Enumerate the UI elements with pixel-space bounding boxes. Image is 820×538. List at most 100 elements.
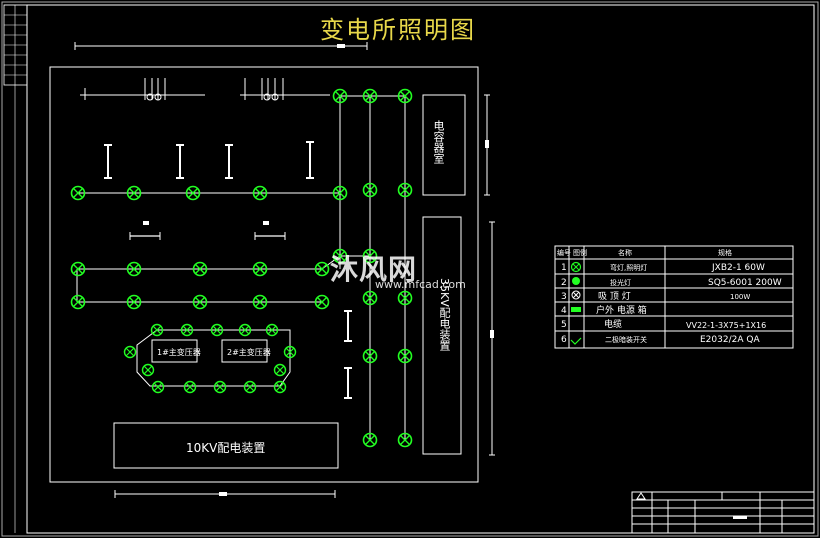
lamp-icon (70, 261, 86, 277)
lamp-icon (314, 261, 330, 277)
lamp-cross-line (400, 185, 410, 195)
lamp-cross-line (73, 297, 83, 307)
lamp-cross-line (73, 188, 83, 198)
lamp-icon (332, 88, 348, 104)
legend-power-box-icon (571, 307, 581, 312)
floodlight-cross (152, 325, 162, 335)
floodlight-icon (123, 345, 137, 359)
floodlight-cross (285, 347, 295, 357)
floodlight-cross (245, 382, 255, 392)
substation-boundary (49, 66, 479, 483)
lamp-icon (332, 185, 348, 201)
capacitor-room-label: 电容器室 (432, 120, 445, 164)
legend-floodlight-icon (572, 277, 580, 285)
legend-name-6: 二极暗装开关 (605, 336, 647, 344)
legend-ceiling-cross (572, 291, 580, 299)
legend-no-4: 4 (561, 306, 567, 316)
floodlight-cross (212, 325, 222, 335)
legend-name-5: 电缆 (604, 320, 623, 330)
transformer-2-outline (221, 339, 268, 363)
floodlight-icon (213, 380, 227, 394)
lamp-cross-line (129, 297, 139, 307)
lamp-icon (362, 248, 378, 264)
floodlight-cross (153, 382, 163, 392)
capacitor-room-outline (422, 94, 466, 196)
floodlight-icon (141, 363, 155, 377)
floodlight-icon (273, 380, 287, 394)
floodlight-cross (125, 347, 135, 357)
legend-no-5: 5 (561, 320, 567, 330)
lamp-icon (126, 294, 142, 310)
legend-table-outline (554, 245, 794, 349)
legend-lamp-cross (572, 263, 580, 271)
lamp-icon (397, 432, 413, 448)
lamp-icon (70, 294, 86, 310)
lamp-cross-line (188, 188, 198, 198)
floodlight-icon (283, 345, 297, 359)
floodlight-icon (273, 363, 287, 377)
lamp-cross-line (255, 264, 265, 274)
floodlight-icon (210, 323, 224, 337)
lamp-icon (362, 432, 378, 448)
floodlight-icon (150, 323, 164, 337)
lamp-icon (314, 294, 330, 310)
lamp-cross-line (400, 435, 410, 445)
lamp-cross-line (400, 293, 410, 303)
lamp-cross-line (400, 91, 410, 101)
lamp-icon (362, 182, 378, 198)
legend-no-1: 1 (561, 263, 567, 273)
company-logo-icon (636, 492, 646, 500)
floodlight-cross (182, 325, 192, 335)
floodlight-icon (151, 380, 165, 394)
floodlight-cross (185, 382, 195, 392)
floodlight-cross (267, 325, 277, 335)
35kv-switchgear-outline (422, 216, 462, 455)
drawing-title: 变电所照明图 (320, 16, 476, 44)
lamp-icon (70, 185, 86, 201)
lamp-icon (252, 294, 268, 310)
lamp-cross-line (335, 91, 345, 101)
lamp-cross-line (365, 435, 375, 445)
dimension-mark (219, 492, 227, 496)
legend-spec-3: 100W (730, 293, 751, 301)
legend-spec-1: JXB2-1 60W (712, 263, 765, 273)
lamp-cross-line (365, 351, 375, 361)
35kv-switchgear-label: 35KV配电装置 (438, 278, 451, 351)
lamp-cross-line (365, 91, 375, 101)
title-block-outline (631, 491, 815, 534)
floodlight-icon (265, 323, 279, 337)
ct-symbol (271, 93, 279, 101)
lamp-cross-line (400, 351, 410, 361)
lamp-cross-line (317, 297, 327, 307)
transformer-1-outline (151, 339, 198, 363)
title-block-mark (733, 516, 747, 519)
legend-spec-5: VV22-1-3X75+1X16 (686, 321, 767, 330)
lamp-cross-line (335, 251, 345, 261)
floodlight-icon (180, 323, 194, 337)
lamp-icon (332, 248, 348, 264)
lamp-cross-line (129, 264, 139, 274)
lamp-cross-line (195, 297, 205, 307)
lamp-cross-line (195, 264, 205, 274)
watermark-text: 沐风网 (330, 253, 418, 286)
lamp-icon (192, 261, 208, 277)
floodlight-cross (215, 382, 225, 392)
legend-ceiling-lamp-icon (571, 290, 581, 300)
legend-switch-icon (570, 337, 582, 345)
lamp-icon (252, 261, 268, 277)
bus-mark (263, 221, 269, 225)
ct-symbol (146, 93, 154, 101)
transformer-yard-outline (136, 329, 291, 387)
lamp-icon (126, 185, 142, 201)
floodlight-cross (143, 365, 153, 375)
lamp-cross-line (255, 297, 265, 307)
lamp-icon (252, 185, 268, 201)
transformer-1-label: 1#主变压器 (157, 348, 201, 357)
legend-lamp-icon (570, 261, 582, 273)
lamp-icon (192, 294, 208, 310)
legend-header-spec: 规格 (718, 249, 732, 257)
dimension-mark (490, 330, 494, 338)
lamp-icon (185, 185, 201, 201)
